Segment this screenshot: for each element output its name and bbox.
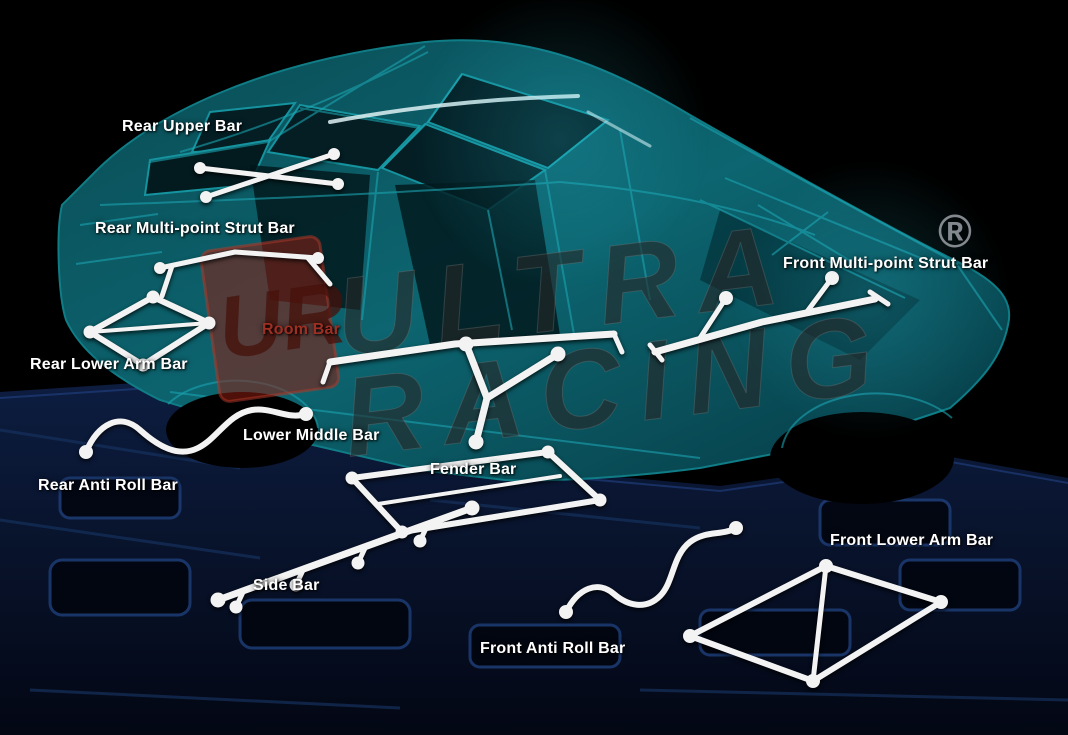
bar-rear-multi-point	[154, 249, 333, 299]
label-front-lower-arm-bar: Front Lower Arm Bar	[830, 532, 994, 549]
label-fender-bar: Fender Bar	[430, 461, 517, 478]
bar-fender	[458, 336, 566, 450]
label-lower-middle-bar: Lower Middle Bar	[243, 427, 380, 444]
label-front-anti-roll-bar: Front Anti Roll Bar	[480, 640, 626, 657]
registered-trademark-icon: ®	[938, 205, 972, 257]
bar-side	[210, 500, 480, 614]
label-rear-upper-bar: Rear Upper Bar	[122, 118, 243, 135]
bar-room	[320, 330, 625, 385]
bar-front-anti-roll	[559, 521, 743, 619]
bar-front-multi-point	[647, 271, 891, 363]
label-room-bar: Room Bar	[262, 321, 341, 338]
bar-front-lower-arm	[683, 559, 948, 688]
label-rear-anti-roll-bar: Rear Anti Roll Bar	[38, 477, 178, 494]
label-rear-multi-point-strut-bar: Rear Multi-point Strut Bar	[95, 220, 295, 237]
bar-rear-upper	[194, 148, 344, 203]
label-side-bar: Side Bar	[253, 577, 320, 594]
bar-rear-anti-roll	[79, 406, 313, 459]
strut-bars	[79, 148, 948, 688]
label-rear-lower-arm-bar: Rear Lower Arm Bar	[30, 356, 188, 373]
label-front-multi-point-strut-bar: Front Multi-point Strut Bar	[783, 255, 989, 272]
bar-rear-lower-arm	[83, 290, 216, 372]
